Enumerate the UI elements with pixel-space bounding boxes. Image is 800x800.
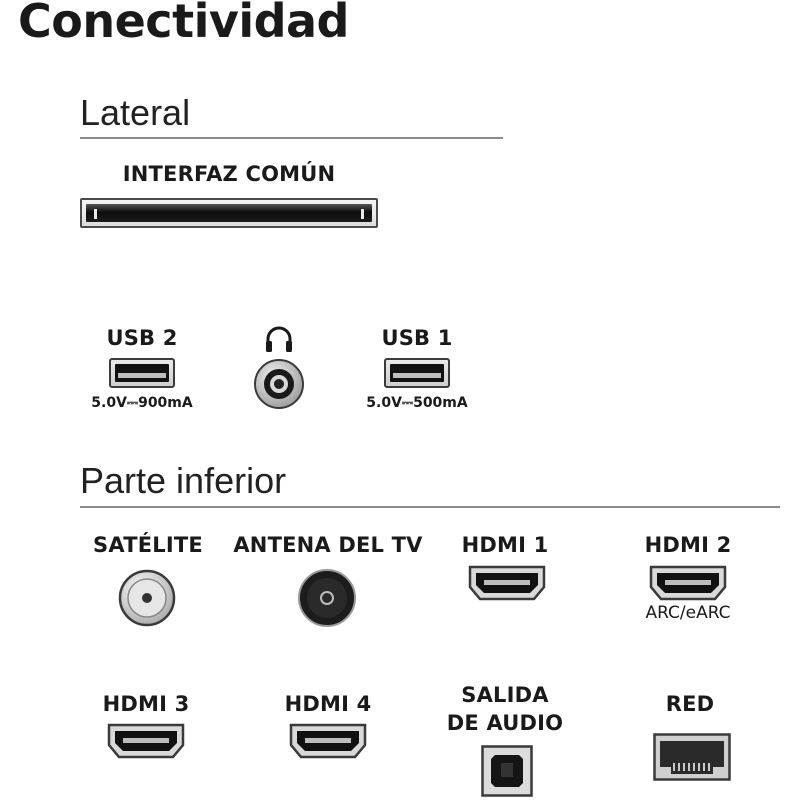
hdmi3-label: HDMI 3: [102, 692, 190, 716]
section-divider: [80, 506, 780, 508]
ethernet-port-icon: [653, 733, 731, 781]
usb2-spec: 5.0V⎓900mA: [91, 395, 193, 411]
section-heading-lateral: Lateral: [80, 92, 191, 133]
hdmi-port-icon: [649, 565, 727, 601]
hdmi-port-icon: [468, 565, 546, 601]
ci-label: INTERFAZ COMÚN: [122, 162, 336, 186]
usb-port-icon: [384, 358, 450, 388]
usb1-label: USB 1: [381, 326, 453, 350]
section-divider: [80, 137, 503, 139]
section-heading-inferior: Parte inferior: [80, 460, 287, 501]
usb2-label: USB 2: [106, 326, 178, 350]
tv-antenna-label: ANTENA DEL TV: [233, 533, 423, 557]
antenna-connector-icon: [298, 569, 356, 627]
hdmi4-label: HDMI 4: [284, 692, 372, 716]
usb-port-icon: [109, 358, 175, 388]
hdmi-port-icon: [107, 723, 185, 759]
usb1-spec: 5.0V⎓500mA: [366, 395, 468, 411]
hdmi-port-icon: [289, 723, 367, 759]
headphone-jack-icon: [254, 359, 304, 409]
page-title: Conectividad: [18, 0, 349, 48]
hdmi2-label: HDMI 2: [644, 533, 732, 557]
hdmi2-arc-label: ARC/eARC: [645, 603, 731, 623]
optical-audio-port-icon: [481, 745, 533, 797]
audio-out-label-line2: DE AUDIO: [446, 711, 564, 735]
network-label: RED: [665, 692, 715, 716]
headphone-icon: [266, 326, 292, 352]
satellite-label: SATÉLITE: [93, 533, 203, 557]
common-interface-slot-icon: [80, 198, 378, 228]
satellite-connector-icon: [118, 569, 176, 627]
hdmi1-label: HDMI 1: [461, 533, 549, 557]
audio-out-label-line1: SALIDA: [461, 683, 549, 707]
